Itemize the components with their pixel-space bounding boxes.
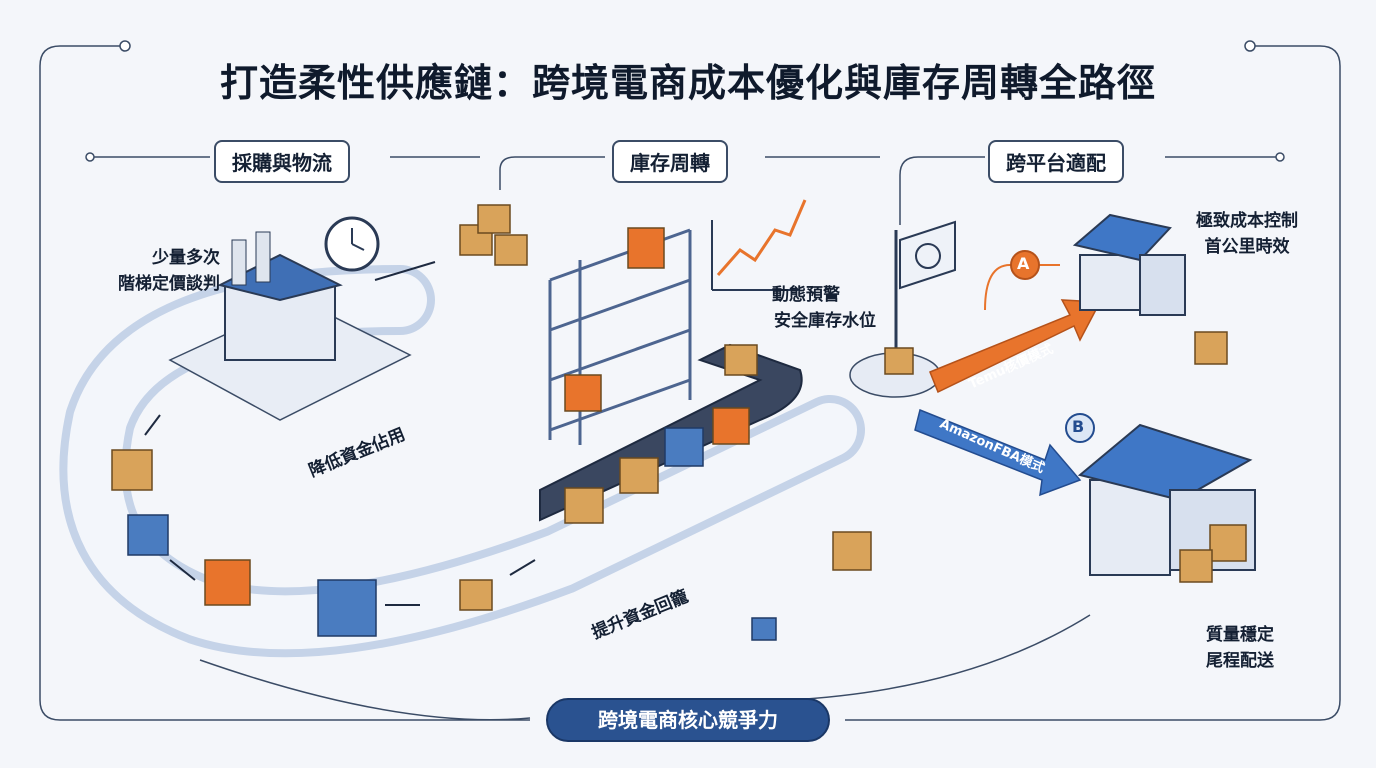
route-a-marker: A [1017, 254, 1030, 273]
label-cost-control: 極致成本控制 首公里時效 [1196, 208, 1298, 260]
page-title: 打造柔性供應鏈：跨境電商成本優化與庫存周轉全路徑 [219, 61, 1156, 105]
label-line: 極致成本控制 [1196, 211, 1298, 231]
section-procurement: 採購與物流 [214, 140, 350, 183]
core-competitiveness-badge: 跨境電商核心競爭力 [546, 698, 830, 742]
label-line: 首公里時效 [1204, 237, 1290, 257]
route-b-marker: B [1072, 417, 1085, 436]
label-line: 質量穩定 [1206, 625, 1274, 645]
label-line: 少量多次 [152, 248, 220, 268]
section-platform: 跨平台適配 [988, 140, 1124, 183]
label-line: 動態預警 [772, 285, 840, 305]
label-dynamic-alert: 動態預警 安全庫存水位 [754, 282, 876, 334]
label-line: 安全庫存水位 [774, 311, 876, 331]
section-inventory: 庫存周轉 [612, 140, 728, 183]
label-line: 階梯定價談判 [118, 274, 220, 294]
label-quality: 質量穩定 尾程配送 [1206, 622, 1274, 674]
label-line: 尾程配送 [1206, 651, 1274, 671]
label-small-batch: 少量多次 階梯定價談判 [118, 245, 220, 297]
